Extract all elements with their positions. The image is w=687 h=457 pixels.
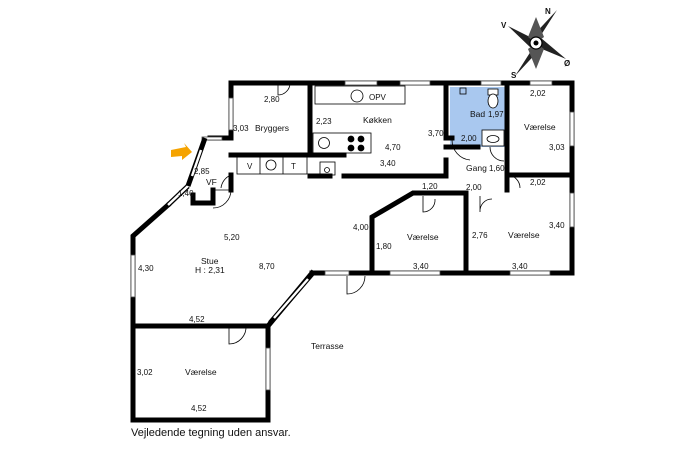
toilet-icon: [487, 93, 499, 109]
appliance-t: T: [291, 162, 296, 171]
dim-label: 4,00: [353, 223, 369, 232]
room-stue: Stue: [201, 256, 219, 266]
room-vf: VF: [206, 177, 217, 187]
dim-label: 4,30: [138, 264, 154, 273]
dim-label: 3,03: [549, 143, 565, 152]
dim-label: 3,70: [428, 129, 444, 138]
dim-label: 2,80: [264, 95, 280, 104]
dim-label: 1,40: [178, 189, 194, 198]
kitchen-fittings: [312, 85, 406, 176]
doors: [212, 82, 521, 345]
dim-label: 4,70: [385, 143, 401, 152]
room-bad: Bad: [470, 109, 485, 119]
dim-label: 4,52: [191, 404, 207, 413]
dim-label: 8,70: [259, 262, 275, 271]
bath-sink-icon: [486, 135, 500, 143]
dim-label: 5,20: [224, 233, 240, 242]
dim-label: 4,52: [189, 315, 205, 324]
room-vaerelse-ne: Værelse: [524, 122, 556, 132]
compass-west: V: [501, 21, 507, 30]
entrance-icon: [171, 143, 192, 160]
laundry-fittings: [236, 156, 308, 175]
dim-label: 1,60: [489, 164, 505, 173]
walls: [130, 80, 575, 423]
room-labels: Bryggers Køkken OPV Bad Værelse Gang VF …: [185, 93, 556, 377]
diagonal-windows: [166, 137, 314, 325]
room-terrasse: Terrasse: [311, 341, 344, 351]
compass-north: N: [545, 7, 551, 16]
room-vaerelse-mid: Værelse: [407, 232, 439, 242]
dim-label: 1,97: [488, 110, 504, 119]
room-vaerelse-sw: Værelse: [185, 367, 217, 377]
washbasin-icon: [265, 159, 277, 171]
compass-rose: N V Ø S: [501, 7, 570, 80]
dim-label: 1,80: [376, 242, 392, 251]
room-kokken: Køkken: [363, 115, 392, 125]
room-bryggers: Bryggers: [255, 123, 289, 133]
dim-label: 2,23: [316, 117, 332, 126]
room-stue-height: H : 2,31: [195, 265, 225, 275]
dim-label: 3,40: [413, 262, 429, 271]
dim-label: 3,40: [380, 159, 396, 168]
windows: [130, 80, 575, 391]
sink-icon: [350, 89, 364, 103]
disclaimer: Vejledende tegning uden ansvar.: [131, 427, 291, 439]
stove-icon: [318, 137, 330, 149]
room-gang: Gang: [466, 163, 487, 173]
dim-label: 2,02: [530, 178, 546, 187]
dim-label: 2,00: [466, 183, 482, 192]
dim-label: 2,00: [461, 134, 477, 143]
compass-east: Ø: [564, 59, 570, 68]
dim-label: 2,76: [472, 231, 488, 240]
dim-label: 3,40: [512, 262, 528, 271]
dim-label: 2,85: [194, 167, 210, 176]
dim-label: 2,02: [530, 89, 546, 98]
appliance-v: V: [247, 162, 253, 171]
bath-fittings: [459, 87, 505, 147]
room-vaerelse-e: Værelse: [508, 230, 540, 240]
dim-label: 3,40: [549, 221, 565, 230]
label-opv: OPV: [369, 93, 387, 102]
dim-label: 3,02: [137, 368, 153, 377]
dimension-labels: 2,80 3,03 2,23 4,70 3,40 3,70 1,97 2,00 …: [137, 89, 565, 413]
dim-label: 1,20: [422, 182, 438, 191]
dim-label: 3,03: [233, 124, 249, 133]
compass-south: S: [511, 71, 517, 80]
